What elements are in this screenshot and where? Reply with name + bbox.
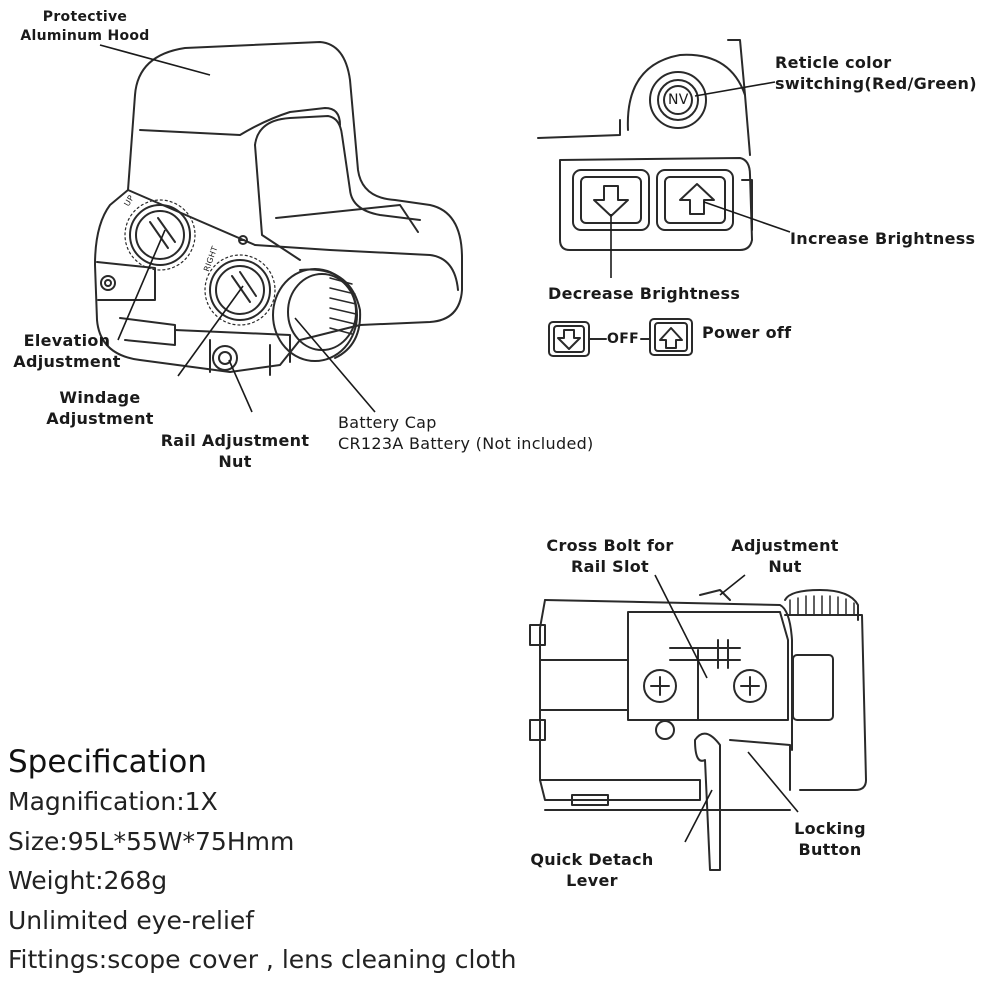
label-rail-adjustment-nut: Rail Adjustment Nut xyxy=(160,431,310,471)
label-locking-button: Locking Button xyxy=(794,819,866,859)
specification-block: Specification Magnification:1X Size:95L*… xyxy=(8,742,516,980)
spec-magnification: Magnification:1X xyxy=(8,787,218,816)
label-windage-adjustment: Windage Adjustment xyxy=(46,388,154,428)
label-battery-cap: Battery Cap CR123A Battery (Not included… xyxy=(338,413,594,453)
spec-size: Size:95L*55W*75Hmm xyxy=(8,826,295,856)
label-adjustment-nut: Adjustment Nut xyxy=(731,536,839,576)
mount-side-view xyxy=(529,589,867,871)
label-increase-brightness: Increase Brightness xyxy=(790,229,976,248)
label-decrease-brightness: Decrease Brightness xyxy=(548,284,741,303)
label-off: OFF xyxy=(607,331,639,347)
specification-title: Specification xyxy=(8,744,208,780)
leader-lines xyxy=(99,44,799,843)
label-reticle-switching: Reticle color switching(Red/Green) xyxy=(775,53,977,93)
label-elevation-adjustment: Elevation Adjustment xyxy=(13,331,121,371)
spec-weight: Weight:268g xyxy=(8,866,168,895)
holographic-sight-body xyxy=(94,41,463,376)
label-protective-hood: Protective Aluminum Hood xyxy=(20,9,150,44)
spec-fittings: Fittings:scope cover , lens cleaning clo… xyxy=(8,945,517,974)
control-panel-illustration xyxy=(537,39,753,357)
label-quick-detach-lever: Quick Detach Lever xyxy=(530,850,654,890)
nv-button-label: NV xyxy=(668,92,689,108)
spec-eye-relief: Unlimited eye-relief xyxy=(8,905,255,935)
label-power-off: Power off xyxy=(702,323,792,342)
label-cross-bolt: Cross Bolt for Rail Slot xyxy=(546,536,674,576)
